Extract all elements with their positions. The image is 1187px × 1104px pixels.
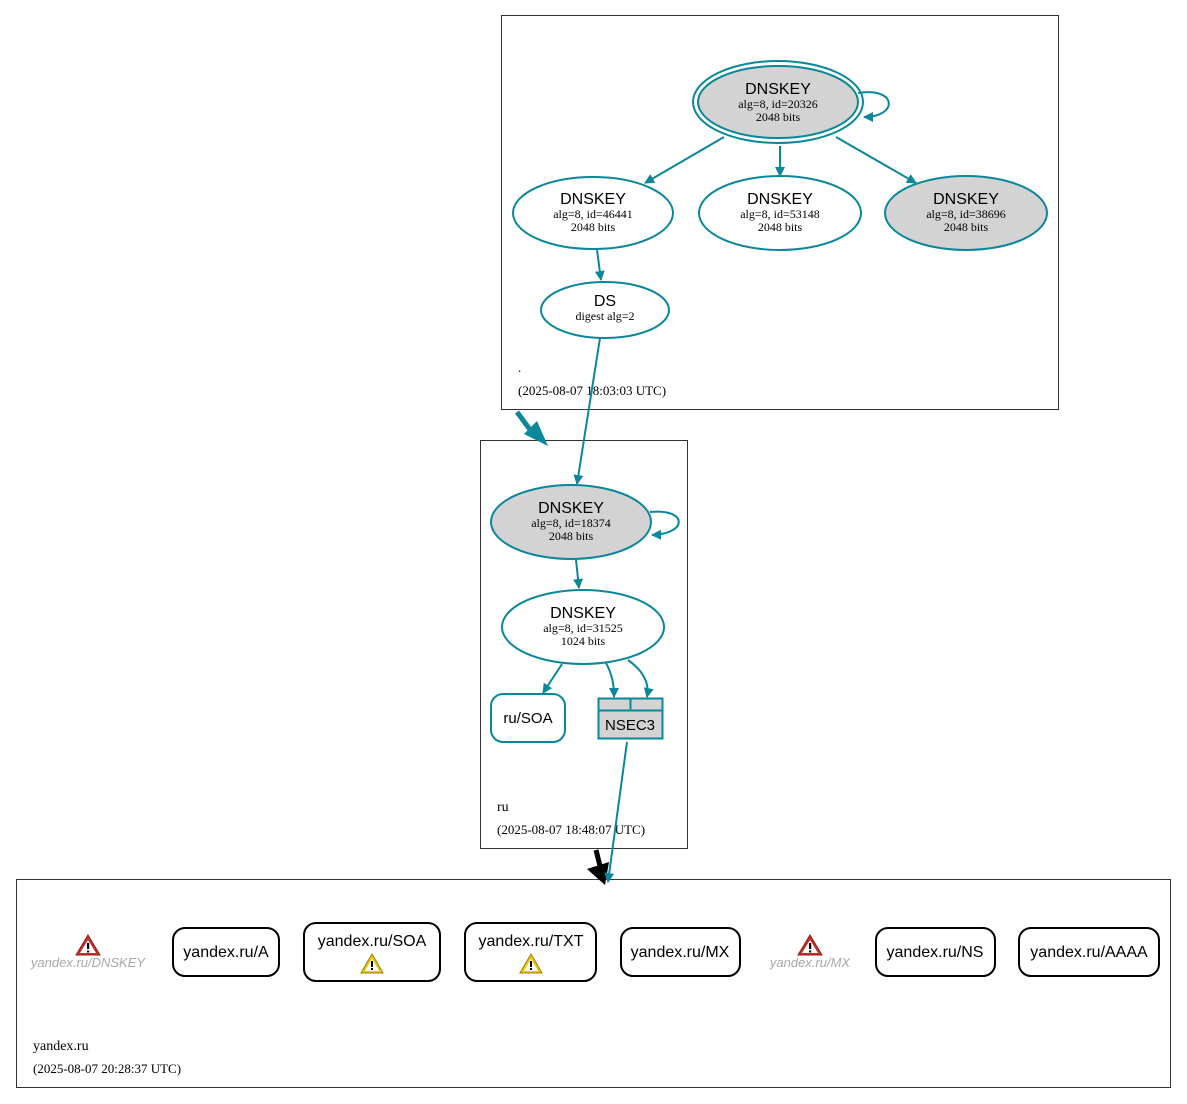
node-label: ru/SOA bbox=[503, 710, 552, 727]
zone-yandex-timestamp: (2025-08-07 20:28:37 UTC) bbox=[33, 1061, 181, 1076]
record-yandex-soa[interactable]: yandex.ru/SOA bbox=[303, 922, 441, 982]
record-yandex-dnskey-error[interactable]: yandex.ru/DNSKEY bbox=[30, 934, 146, 970]
root-dnskey-46441[interactable]: DNSKEY alg=8, id=46441 2048 bits bbox=[512, 176, 674, 250]
delegation-root-to-ru bbox=[514, 410, 548, 446]
record-label: yandex.ru/SOA bbox=[318, 933, 427, 950]
node-title: DNSKEY bbox=[560, 191, 626, 208]
node-detail: alg=8, id=46441 bbox=[553, 207, 633, 221]
root-dnskey-38696[interactable]: DNSKEY alg=8, id=38696 2048 bits bbox=[884, 175, 1048, 251]
node-title: DNSKEY bbox=[747, 191, 813, 208]
node-title: DNSKEY bbox=[538, 500, 604, 517]
root-dnskey-ksk[interactable]: DNSKEY alg=8, id=20326 2048 bits bbox=[692, 60, 864, 144]
node-detail: 2048 bits bbox=[549, 529, 594, 543]
node-detail: alg=8, id=31525 bbox=[543, 621, 623, 635]
node-detail: 2048 bits bbox=[758, 220, 803, 234]
node-detail: digest alg=2 bbox=[575, 309, 634, 323]
node-detail: 2048 bits bbox=[944, 220, 989, 234]
record-label: yandex.ru/TXT bbox=[479, 933, 584, 950]
node-label: NSEC3 bbox=[605, 717, 655, 734]
node-detail: alg=8, id=20326 bbox=[738, 97, 818, 111]
zone-yandex-name: yandex.ru bbox=[33, 1039, 89, 1054]
node-detail: 2048 bits bbox=[756, 110, 801, 124]
record-yandex-ns[interactable]: yandex.ru/NS bbox=[875, 927, 996, 977]
record-label: yandex.ru/AAAA bbox=[1030, 944, 1148, 961]
error-icon bbox=[75, 934, 101, 956]
warning-icon bbox=[519, 953, 543, 974]
record-yandex-a[interactable]: yandex.ru/A bbox=[172, 927, 280, 977]
node-detail: 1024 bits bbox=[561, 634, 606, 648]
warning-icon bbox=[360, 953, 384, 974]
zone-root-name: . bbox=[518, 360, 521, 375]
record-label: yandex.ru/DNSKEY bbox=[30, 955, 146, 970]
record-yandex-txt[interactable]: yandex.ru/TXT bbox=[464, 922, 597, 982]
record-yandex-mx-error[interactable]: yandex.ru/MX bbox=[769, 934, 852, 970]
zone-ru-timestamp: (2025-08-07 18:48:07 UTC) bbox=[497, 822, 645, 837]
record-yandex-aaaa[interactable]: yandex.ru/AAAA bbox=[1018, 927, 1160, 977]
ru-soa[interactable]: ru/SOA bbox=[490, 693, 566, 743]
node-detail: alg=8, id=38696 bbox=[926, 207, 1006, 221]
node-title: DNSKEY bbox=[745, 81, 811, 98]
record-label: yandex.ru/MX bbox=[769, 955, 852, 970]
node-title: DNSKEY bbox=[933, 191, 999, 208]
node-title: DNSKEY bbox=[550, 605, 616, 622]
zone-yandex: yandex.ru (2025-08-07 20:28:37 UTC) bbox=[16, 879, 1171, 1088]
root-dnskey-53148[interactable]: DNSKEY alg=8, id=53148 2048 bits bbox=[698, 175, 862, 251]
record-label: yandex.ru/NS bbox=[887, 944, 984, 961]
record-yandex-mx[interactable]: yandex.ru/MX bbox=[620, 927, 741, 977]
record-label: yandex.ru/MX bbox=[631, 944, 730, 961]
record-label: yandex.ru/A bbox=[183, 944, 269, 961]
zone-ru-name: ru bbox=[497, 800, 509, 815]
delegation-ru-to-yandex bbox=[587, 849, 609, 885]
node-detail: 2048 bits bbox=[571, 220, 616, 234]
node-title: DS bbox=[594, 293, 616, 310]
edges bbox=[542, 91, 917, 883]
root-ds[interactable]: DS digest alg=2 bbox=[540, 281, 670, 339]
ru-dnskey-ksk[interactable]: DNSKEY alg=8, id=18374 2048 bits bbox=[490, 484, 652, 560]
ru-nsec3[interactable]: NSEC3 bbox=[597, 697, 664, 740]
ru-dnskey-zsk[interactable]: DNSKEY alg=8, id=31525 1024 bits bbox=[501, 589, 665, 665]
error-icon bbox=[797, 934, 823, 956]
node-detail: alg=8, id=18374 bbox=[531, 516, 611, 530]
node-detail: alg=8, id=53148 bbox=[740, 207, 820, 221]
